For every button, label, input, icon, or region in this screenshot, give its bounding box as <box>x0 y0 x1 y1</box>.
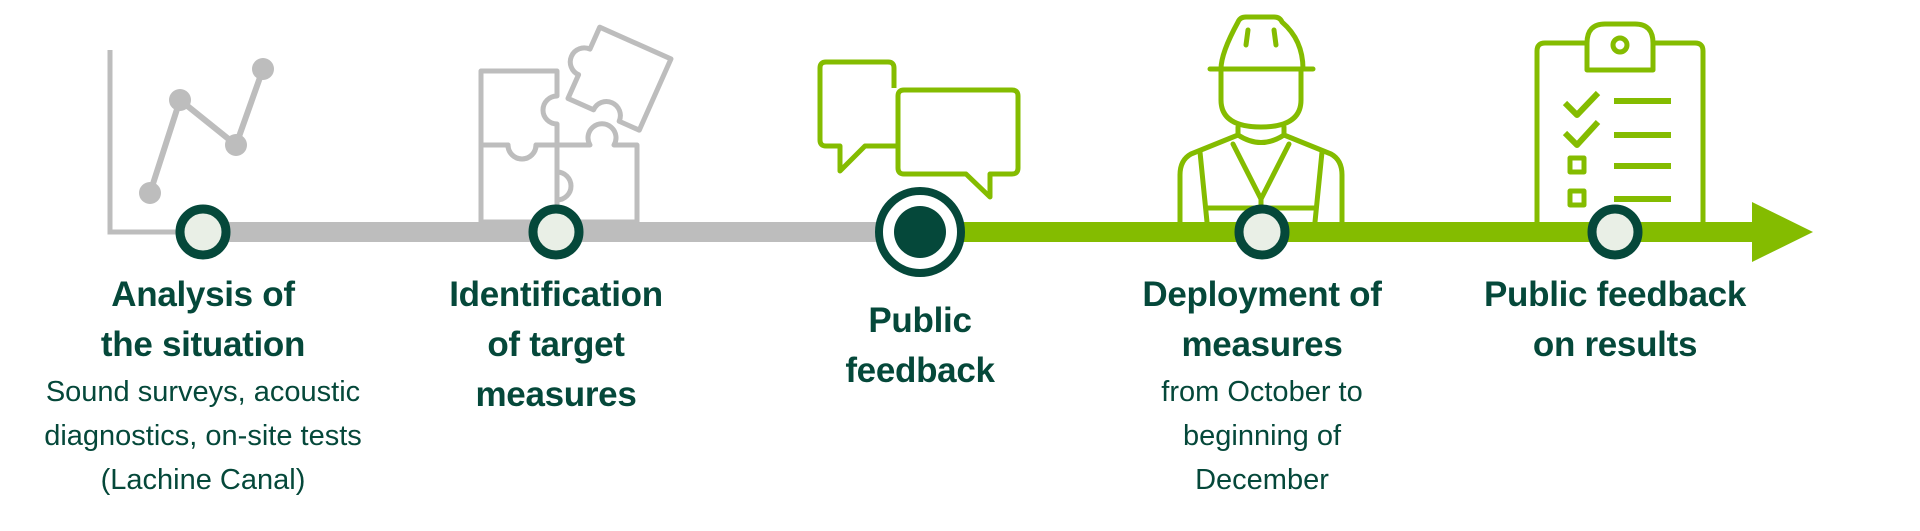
step-2-label: Identification of target measures <box>386 270 726 420</box>
step-1-title: Analysis of the situation <box>100 275 306 364</box>
step-5-label: Public feedback on results <box>1445 270 1785 370</box>
puzzle-icon <box>478 24 674 225</box>
timeline-upcoming-segment <box>920 222 1762 242</box>
step-5-title: Public feedback on results <box>1484 275 1746 364</box>
timeline-node-1[interactable] <box>175 204 231 260</box>
timeline-arrowhead-icon <box>1752 202 1813 262</box>
timeline-node-2[interactable] <box>528 204 584 260</box>
step-1-label: Analysis of the situation Sound surveys,… <box>33 270 373 502</box>
clipboard-checklist-icon <box>1534 21 1706 222</box>
step-1-subtitle: Sound surveys, acoustic diagnostics, on-… <box>44 376 362 496</box>
step-4-subtitle: from October to beginning of December <box>1161 376 1363 496</box>
step-4-label: Deployment of measures from October to b… <box>1092 270 1432 502</box>
timeline-node-3-current[interactable] <box>875 187 965 277</box>
line-chart-icon <box>107 50 274 235</box>
step-2-title: Identification of target measures <box>449 275 663 414</box>
step-4-title: Deployment of measures <box>1142 275 1382 364</box>
construction-worker-icon <box>1177 14 1345 225</box>
step-3-label: Public feedback <box>750 296 1090 396</box>
timeline-node-4[interactable] <box>1234 204 1290 260</box>
timeline-node-5[interactable] <box>1587 204 1643 260</box>
step-3-title: Public feedback <box>845 301 995 390</box>
speech-bubbles-icon <box>817 59 1021 200</box>
